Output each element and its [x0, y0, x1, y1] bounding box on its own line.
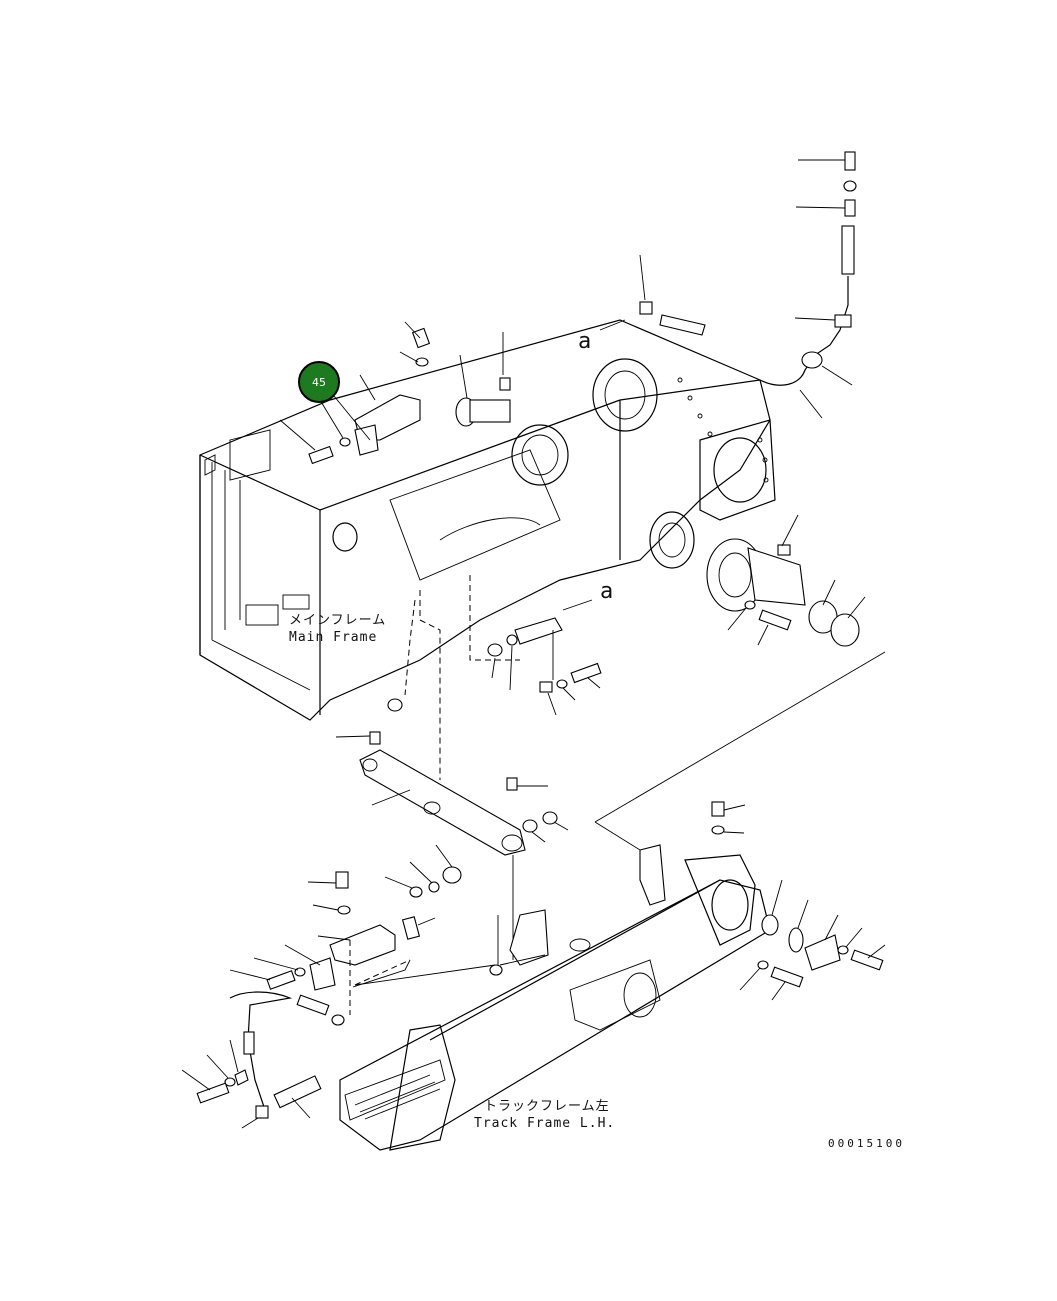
assembly-guide-lines	[404, 575, 886, 851]
main-frame-label-jp: メインフレーム	[289, 613, 386, 628]
track-frame-rear-parts	[229, 871, 546, 1026]
frame-labels: メインフレーム Main Frame トラックフレーム左 Track Frame…	[289, 613, 905, 1150]
equalizer-bar	[335, 698, 569, 960]
track-frame-front-parts	[711, 801, 886, 1001]
grease-line-parts	[759, 151, 857, 419]
main-frame-assembly	[199, 319, 776, 721]
main-frame-pivot-parts: a	[455, 254, 706, 427]
view-marker-a-top: a	[578, 329, 591, 354]
track-frame-label-en: Track Frame L.H.	[474, 1116, 615, 1131]
spindle-parts: a	[562, 514, 866, 647]
callout-45-circle[interactable]	[298, 361, 340, 403]
callout-45-number: 45	[312, 376, 326, 389]
track-frame-grease-parts	[181, 991, 322, 1129]
view-marker-a-mid: a	[600, 579, 613, 604]
sensor-bracket-parts	[279, 321, 431, 465]
pivot-pin-parts	[487, 617, 602, 716]
drawing-code: 00015100	[828, 1137, 905, 1150]
track-frame-assembly	[339, 844, 783, 1151]
callout-45[interactable]: 45	[298, 361, 371, 441]
main-frame-label-en: Main Frame	[289, 630, 377, 645]
track-frame-label-jp: トラックフレーム左	[484, 1099, 610, 1114]
